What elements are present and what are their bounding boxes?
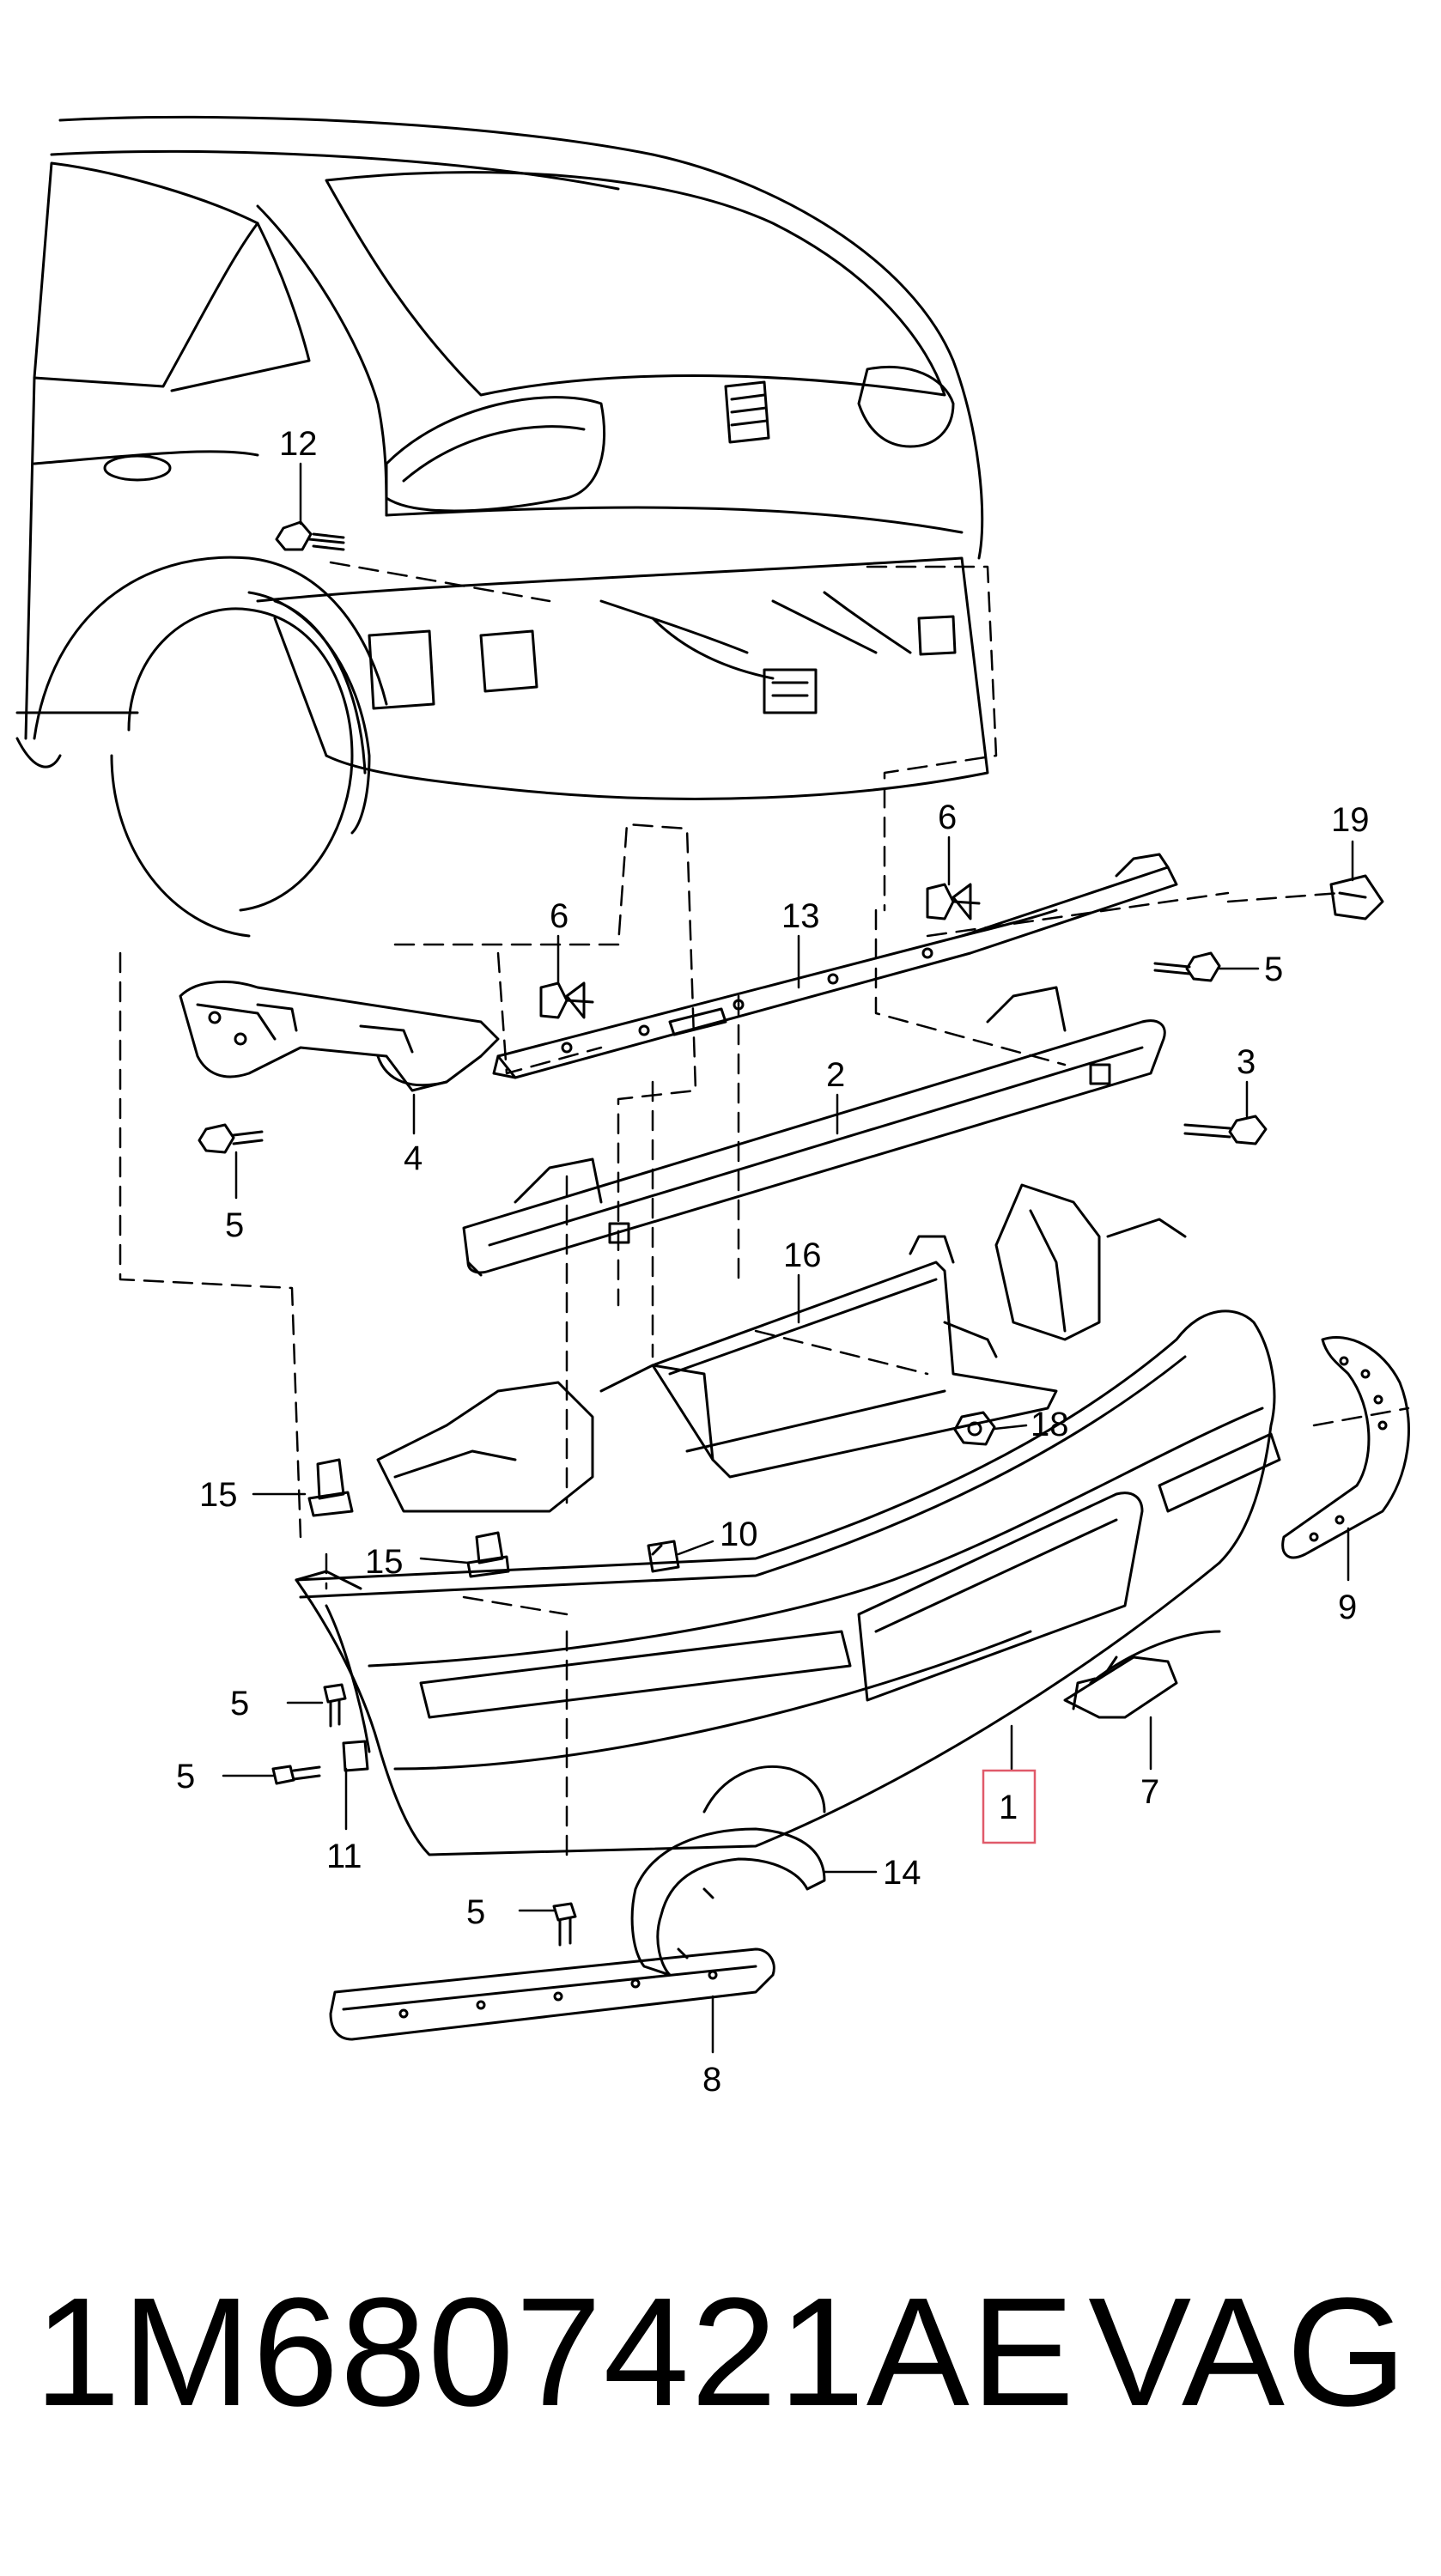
clip-10: [648, 1541, 678, 1571]
dashed-leader-lines: [120, 562, 1408, 1855]
bolt-5-upper-right: [1155, 953, 1219, 981]
callout-7: 7: [1140, 1773, 1159, 1811]
callout-18: 18: [1031, 1406, 1069, 1443]
bolt-5-left: [199, 1125, 262, 1152]
callout-1: 1: [999, 1789, 1018, 1826]
car-body: [17, 117, 988, 936]
part-1-bumper-cover: [296, 1185, 1280, 1855]
callout-6-lower: 6: [550, 897, 568, 935]
part-4-left-bracket: [180, 981, 498, 1091]
callout-16: 16: [783, 1236, 822, 1274]
callout-6-upper: 6: [938, 799, 957, 836]
callout-5-bottom: 5: [466, 1893, 485, 1931]
screw-5-lower-left: [273, 1766, 319, 1783]
bolt-3: [1185, 1116, 1266, 1144]
callout-12: 12: [279, 425, 318, 463]
callout-9: 9: [1338, 1589, 1357, 1626]
clip-15-lower: [468, 1533, 508, 1577]
clip-6-upper: [927, 884, 979, 919]
callout-leaders: [223, 464, 1353, 2052]
callout-2: 2: [826, 1056, 845, 1094]
nut-18: [955, 1413, 994, 1444]
callout-1-highlight: [983, 1771, 1035, 1843]
callout-labels: 12 6 19 6 13 5 3 2 4 5 16 18 15 10 15 9 …: [176, 425, 1370, 2099]
callout-5-upper-right: 5: [1264, 951, 1283, 988]
callout-8: 8: [702, 2061, 721, 2099]
clip-11: [344, 1741, 368, 1771]
callout-19: 19: [1331, 801, 1370, 839]
clip-15-upper: [309, 1460, 352, 1516]
callout-13: 13: [781, 897, 820, 935]
callout-11: 11: [326, 1838, 362, 1875]
bolt-12: [277, 522, 344, 550]
clip-6-lower: [541, 983, 593, 1018]
callout-3: 3: [1237, 1043, 1256, 1081]
screw-5-left: [325, 1685, 345, 1726]
part-9-right-strip: [1283, 1337, 1409, 1557]
callout-15-upper: 15: [199, 1476, 238, 1514]
screw-5-bottom: [554, 1904, 575, 1945]
fasteners: [199, 522, 1383, 1945]
brand-name: VAG: [1088, 2266, 1408, 2439]
callout-10: 10: [720, 1516, 758, 1553]
part-8-lower-strip: [331, 1949, 774, 2039]
callout-4: 4: [404, 1139, 423, 1177]
callout-15-lower: 15: [365, 1543, 404, 1581]
part-number: 1M6807421AE: [34, 2266, 1076, 2439]
part-16-reinforcement: [653, 1236, 1056, 1477]
callout-14: 14: [883, 1854, 921, 1892]
callout-5-lower-left: 5: [176, 1758, 195, 1795]
part-2-beam: [464, 987, 1164, 1275]
callout-5-mid-left: 5: [230, 1685, 249, 1722]
nut-19: [1331, 876, 1383, 919]
part-caption: 1M6807421AE VAG: [34, 2250, 1408, 2456]
part-7-clip: [1065, 1657, 1177, 1717]
part-13-rail: [494, 854, 1177, 1078]
callout-5-left: 5: [225, 1206, 244, 1244]
